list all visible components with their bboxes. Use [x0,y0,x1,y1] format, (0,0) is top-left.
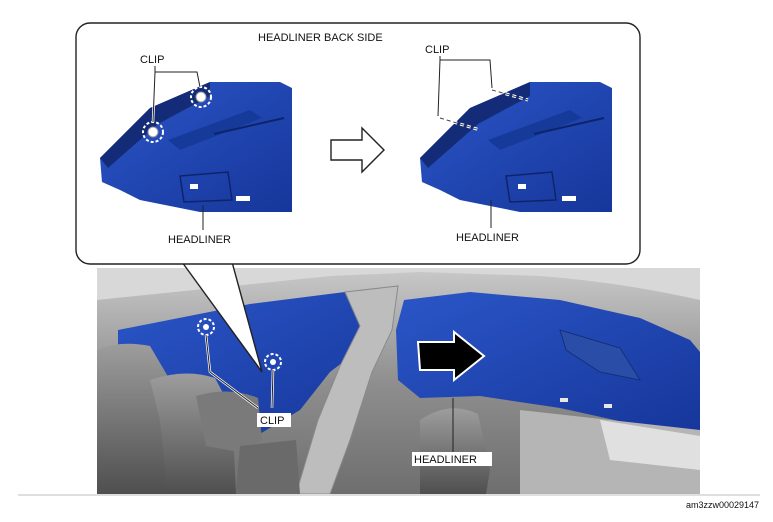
clip-label-left: CLIP [140,54,164,66]
step-arrow-icon [330,126,385,174]
rear-headrest [196,391,262,452]
clip-marker-inset-2 [190,86,212,108]
headliner-label-right: HEADLINER [456,232,519,244]
inset-title: HEADLINER BACK SIDE [258,32,383,44]
clip-leader-right [437,59,493,117]
removal-arrow-icon [416,329,486,383]
figure-code: am3zzw00029147 [686,500,759,510]
headliner-label-bottom: HEADLINER [414,454,477,466]
front-seat [420,408,490,494]
headliner-front-section [396,292,700,432]
headliner-back-left [100,82,292,212]
car-interior-photo [97,268,700,494]
clip-label-right: CLIP [425,44,449,56]
clip-marker-inset-1 [142,121,164,143]
b-pillar [295,285,399,494]
headliner-back-right [420,82,612,212]
headliner-label-left: HEADLINER [168,234,231,246]
clip-label-bottom: CLIP [260,415,284,427]
